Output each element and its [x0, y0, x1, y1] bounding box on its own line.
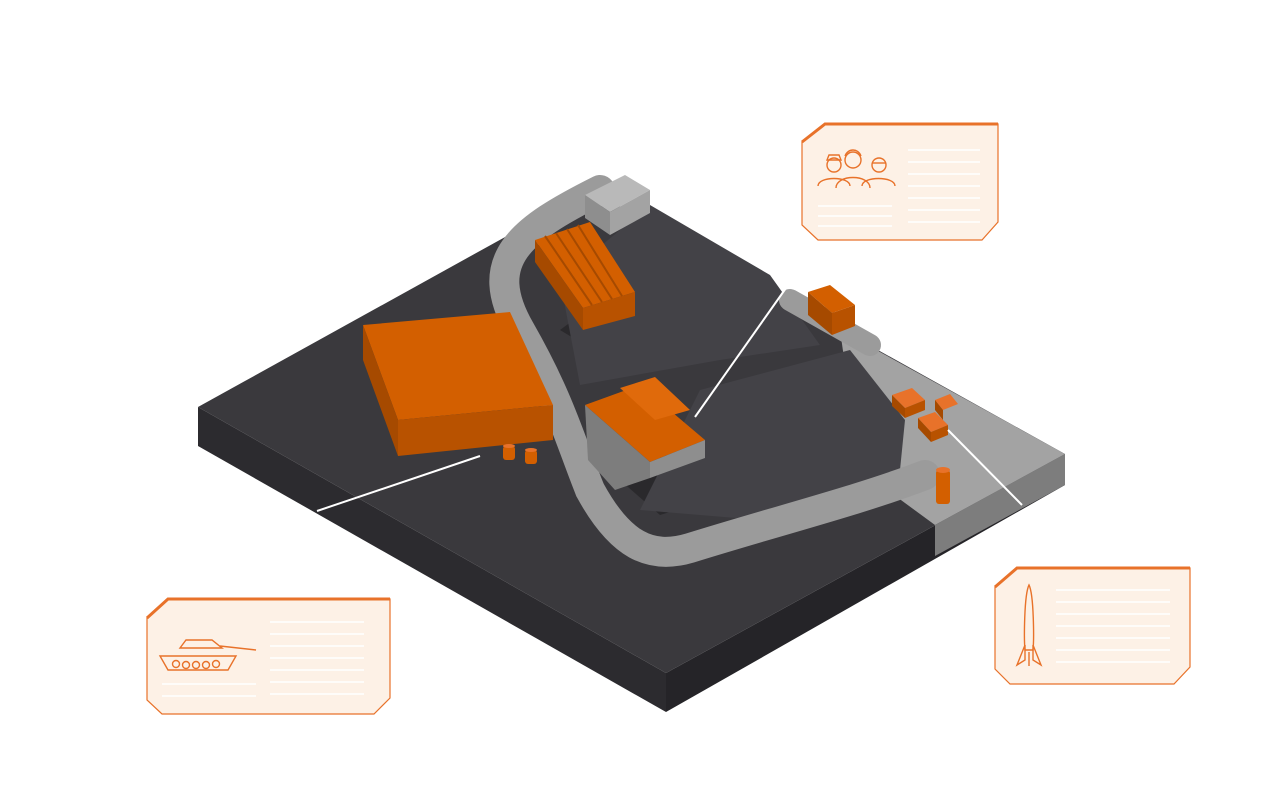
callout-card-personnel[interactable] — [801, 122, 999, 241]
callout-card-armor[interactable] — [145, 597, 391, 715]
road-right-strip-side — [935, 454, 1065, 556]
guard-house — [585, 175, 650, 235]
large-warehouse — [363, 312, 553, 456]
tank-icon — [158, 639, 257, 671]
rocket-icon — [1015, 583, 1043, 667]
soldiers-icon — [817, 149, 896, 189]
missiles-text-lines — [1056, 589, 1170, 663]
headquarters-building — [585, 377, 705, 490]
barracks-building — [535, 222, 635, 330]
ground-left-side — [198, 407, 666, 712]
fuel-barrels — [503, 444, 537, 464]
truck — [808, 285, 855, 335]
silo — [936, 467, 950, 504]
supply-crates — [892, 388, 958, 442]
leader-line-personnel — [694, 287, 787, 418]
leader-line-missiles — [947, 429, 1023, 506]
callout-card-missiles[interactable] — [994, 566, 1191, 685]
main-road — [489, 175, 940, 567]
armor-text-lines — [162, 621, 364, 697]
personnel-text-lines — [818, 149, 980, 227]
terrain-patches — [560, 205, 905, 520]
leader-lines — [316, 287, 1023, 512]
leader-line-armor — [316, 455, 481, 512]
